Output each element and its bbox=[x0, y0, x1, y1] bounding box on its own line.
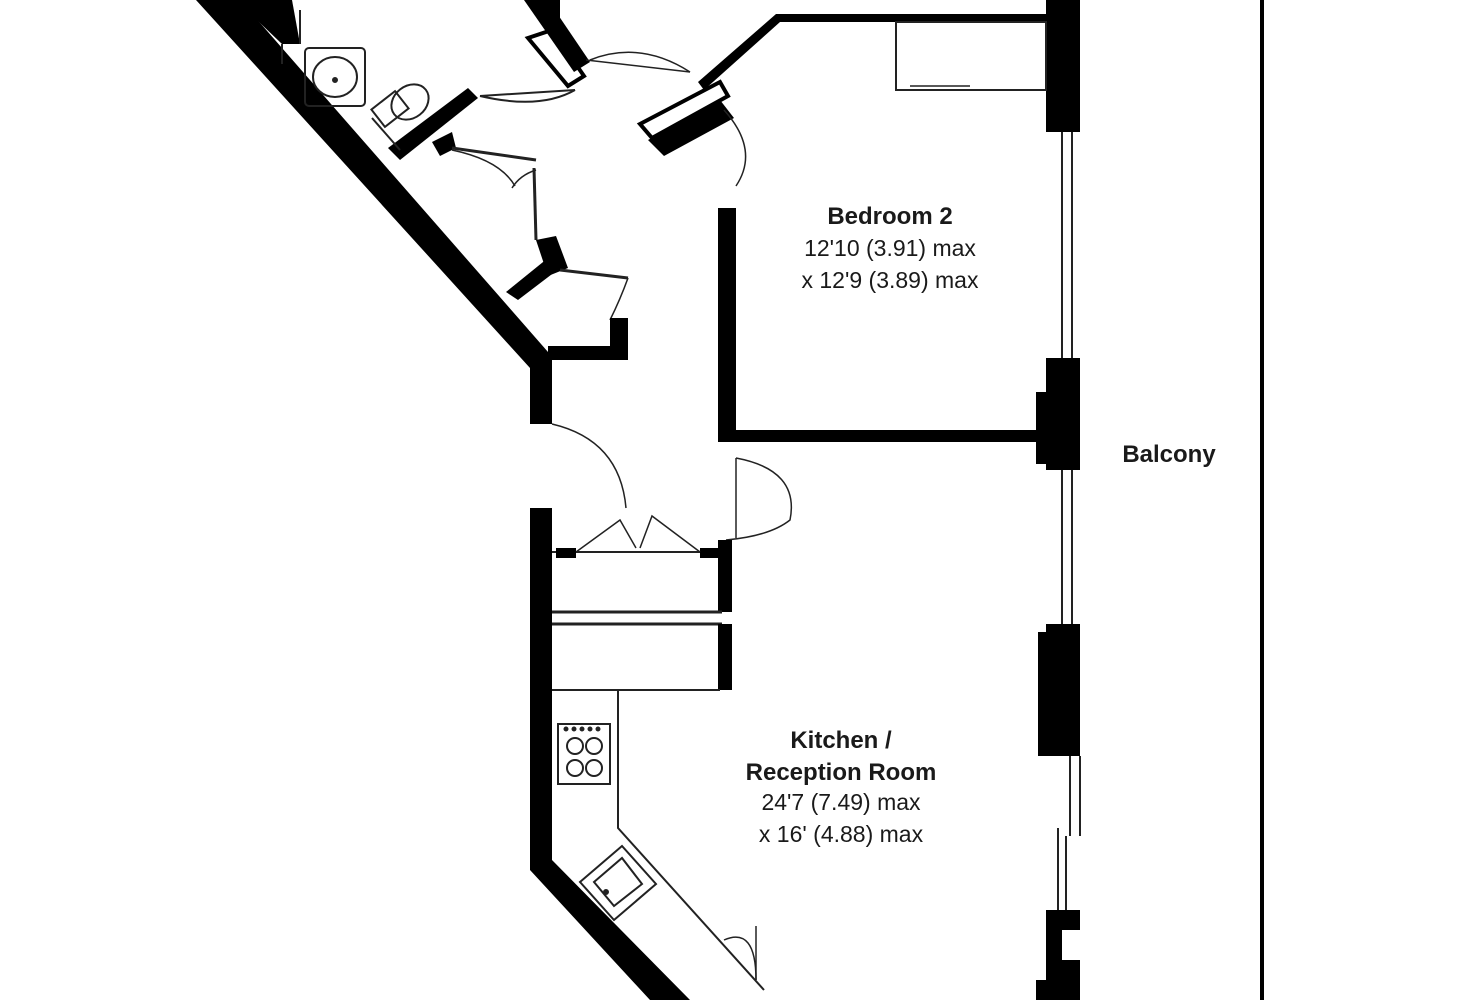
bathroom bbox=[281, 0, 590, 160]
kitchen-name-line1: Kitchen / bbox=[790, 727, 892, 754]
bedroom-2-dim1: 12'10 (3.91) max bbox=[804, 235, 976, 261]
toilet-icon bbox=[370, 83, 430, 129]
entrance bbox=[530, 358, 792, 541]
kitchen-dim2: x 16' (4.88) max bbox=[759, 821, 924, 847]
bedroom-2-label: Bedroom 2 12'10 (3.91) max x 12'9 (3.89)… bbox=[802, 203, 979, 293]
hall-door bbox=[585, 51, 691, 73]
diagonal-exterior-wall bbox=[196, 0, 548, 420]
kitchen-sink-icon bbox=[578, 844, 658, 922]
hall-closets bbox=[432, 132, 629, 360]
sink-icon bbox=[304, 47, 366, 107]
hob-icon bbox=[557, 723, 611, 785]
kitchen-walls bbox=[530, 464, 1081, 1000]
bedroom-2-dim2: x 12'9 (3.89) max bbox=[802, 267, 979, 293]
kitchen-dim1: 24'7 (7.49) max bbox=[761, 789, 921, 815]
kitchen-name-line2: Reception Room bbox=[746, 759, 937, 786]
bedroom-2-walls bbox=[636, 0, 1080, 464]
bedroom-2-name: Bedroom 2 bbox=[827, 203, 952, 230]
kitchen-label: Kitchen / Reception Room 24'7 (7.49) max… bbox=[746, 727, 937, 847]
balcony-label: Balcony bbox=[1122, 441, 1216, 468]
